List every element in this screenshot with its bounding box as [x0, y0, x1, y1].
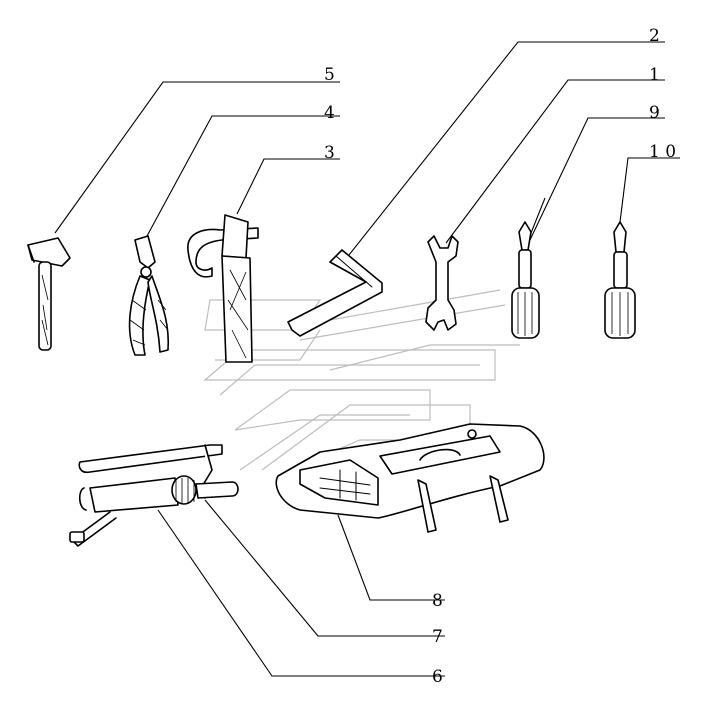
- open-end-wrench-icon: [425, 235, 459, 331]
- leader-line-5: [54, 81, 340, 234]
- leader-line-4: [146, 115, 340, 237]
- callout-7: 7: [432, 627, 443, 647]
- tool-bag-icon: [275, 423, 545, 533]
- callout-4: 4: [324, 103, 335, 123]
- leader-line-2: [344, 41, 665, 261]
- leader-line-10: [619, 157, 680, 223]
- flat-screwdriver-icon: [511, 221, 540, 339]
- callout-3: 3: [324, 143, 335, 163]
- leader-line-3: [236, 158, 340, 215]
- callout-1: 1: [649, 65, 660, 85]
- hammer-icon: [27, 237, 71, 351]
- leader-line-8: [337, 514, 445, 601]
- hammer-with-strap-icon: [187, 214, 259, 363]
- callout-5: 5: [324, 65, 335, 85]
- leader-line-9: [529, 117, 665, 241]
- hex-key-icon: [287, 249, 383, 337]
- callout-labels: 5 4 3 2 1 9 1 0 8 7 6: [324, 26, 676, 687]
- callout-8: 8: [432, 591, 443, 611]
- callout-6: 6: [432, 667, 443, 687]
- leader-line-1: [445, 79, 665, 244]
- grease-gun-icon: [69, 475, 239, 547]
- leader-line-6: [157, 509, 445, 677]
- callout-2: 2: [649, 26, 660, 46]
- pliers-icon: [128, 235, 170, 356]
- leader-lines: [54, 41, 680, 677]
- phillips-screwdriver-icon: [604, 221, 636, 339]
- callout-10: 1 0: [649, 142, 676, 162]
- leader-line-7: [204, 499, 445, 637]
- callout-9: 9: [649, 103, 660, 123]
